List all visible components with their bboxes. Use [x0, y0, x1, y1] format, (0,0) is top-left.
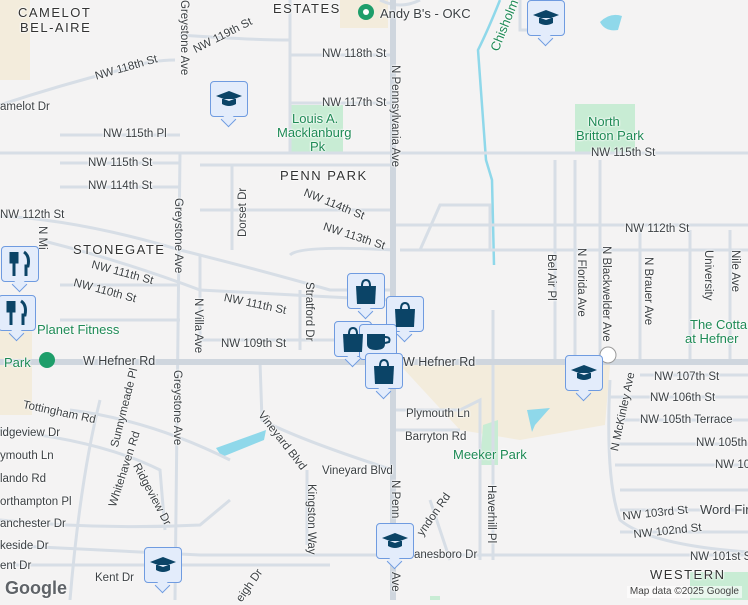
street-label: Haverhill Pl [485, 485, 497, 544]
park-label: Park [4, 355, 31, 370]
street-label: NW 104 [715, 459, 748, 471]
neighborhood-label: BEL-AIRE [20, 20, 92, 35]
school-pin[interactable] [210, 81, 248, 117]
street-label: Kingston Way [305, 484, 317, 555]
street-label: N Florida Ave [575, 248, 587, 317]
restaurant-pin[interactable] [0, 295, 36, 331]
street-label: ymouth Ln [0, 450, 54, 462]
street-label: keside Dr [0, 540, 49, 552]
andy-bs-pin-dot [363, 9, 369, 15]
street-label: Dorset Dr [237, 187, 249, 237]
street-label: NW 105th [696, 437, 748, 449]
street-label: Ave [389, 572, 401, 592]
poi-label: Word First [700, 502, 748, 517]
school-pin[interactable] [527, 0, 565, 36]
street-label: Plymouth Ln [406, 408, 470, 420]
street-label: Nile Ave [729, 250, 741, 292]
street-label: NW 115th St [591, 147, 656, 159]
school-pin[interactable] [144, 547, 182, 583]
coffee-cup-icon [367, 334, 391, 350]
restaurant-pin[interactable] [1, 246, 39, 282]
street-label: NW 109th St [221, 338, 287, 350]
poi-label[interactable]: Planet Fitness [37, 322, 120, 337]
poi-label[interactable]: Andy B's - OKC [380, 6, 471, 21]
street-label: W Hefner Rd [83, 354, 156, 368]
school-pin[interactable] [565, 355, 603, 391]
shopping-pin[interactable] [365, 353, 403, 389]
poi-label: The Cotta [690, 317, 748, 332]
fork-knife-icon [9, 250, 30, 276]
street-label: Greystone Ave [171, 370, 183, 446]
street-label: University [702, 250, 714, 301]
shopping-pin[interactable] [386, 296, 424, 332]
commercial-areas [0, 0, 610, 440]
neighborhood-label: CAMELOT [18, 5, 92, 20]
street-label: Vineyard Blvd [322, 465, 393, 477]
shopping-pin[interactable] [347, 273, 385, 309]
graduation-cap-icon [533, 10, 559, 25]
street-label: NW 112th St [0, 209, 65, 221]
fork-knife-icon [6, 299, 27, 325]
map-attribution[interactable]: Map data ©2025 Google [626, 586, 742, 598]
shopping-bag-icon [374, 358, 394, 384]
shopping-bag-icon [395, 301, 415, 327]
street-label: idgeview Dr [0, 427, 61, 439]
neighborhood-label: PENN PARK [280, 168, 368, 183]
neighborhood-label: STONEGATE [73, 242, 166, 257]
street-label: NW 117th St [322, 97, 387, 109]
neighborhood-label: ESTATES [273, 1, 341, 16]
street-label: NW 115th Pl [103, 128, 167, 140]
street-label: N Brauer Ave [642, 257, 654, 326]
street-label: amelot Dr [0, 101, 50, 113]
graduation-cap-icon [216, 91, 242, 106]
street-label: Barryton Rd [405, 431, 467, 443]
street-label: NW 118th St [322, 48, 387, 60]
graduation-cap-icon [571, 365, 597, 380]
street-label: NW 106th St [650, 392, 716, 404]
street-label: N Blackwelder Ave [600, 246, 612, 342]
park-label: Macklanburg [277, 125, 352, 140]
shopping-bag-icon [343, 326, 363, 352]
graduation-cap-icon [382, 533, 408, 548]
street-label: Greystone Ave [178, 0, 190, 76]
park-label: Meeker Park [453, 447, 527, 462]
street-label: NW 112th St [625, 223, 690, 235]
street-label: Greystone Ave [172, 198, 184, 274]
park-tree-icon[interactable] [39, 352, 55, 368]
street-label: NW 105th Terrace [640, 414, 733, 426]
park-label: Pk [310, 139, 326, 154]
street-label: NW 107th St [654, 371, 720, 383]
street-label: N Villa Ave [192, 298, 204, 354]
park-label: Louis A. [292, 111, 339, 126]
street-label: NW 115th St [88, 157, 153, 169]
neighborhood-label: WESTERN [650, 567, 726, 582]
street-label: lando Rd [0, 473, 47, 485]
poi-label: at Hefner [685, 331, 739, 346]
park-label: Britton Park [576, 128, 644, 143]
street-label: ent Dr [0, 560, 32, 572]
graduation-cap-icon [150, 557, 176, 572]
street-label: NW 101st St [690, 551, 748, 563]
street-label: anchester Dr [0, 518, 66, 530]
park-label: North [588, 114, 620, 129]
street-label: anesboro Dr [414, 549, 478, 561]
school-pin[interactable] [376, 523, 414, 559]
street-label: N Pennsylvania Ave [389, 65, 401, 168]
street-label: N Penn [389, 480, 401, 519]
shopping-bag-icon [356, 278, 376, 304]
street-label: Kent Dr [95, 572, 134, 584]
water [216, 0, 622, 457]
street-label: NW 114th St [88, 180, 153, 192]
google-logo[interactable]: Google [5, 578, 67, 598]
street-label: W Hefner Rd [403, 355, 476, 369]
street-label: Stratford Dr [303, 282, 315, 342]
street-label: orthampton Pl [0, 496, 72, 508]
street-label: Bel Air Pl [545, 254, 557, 301]
